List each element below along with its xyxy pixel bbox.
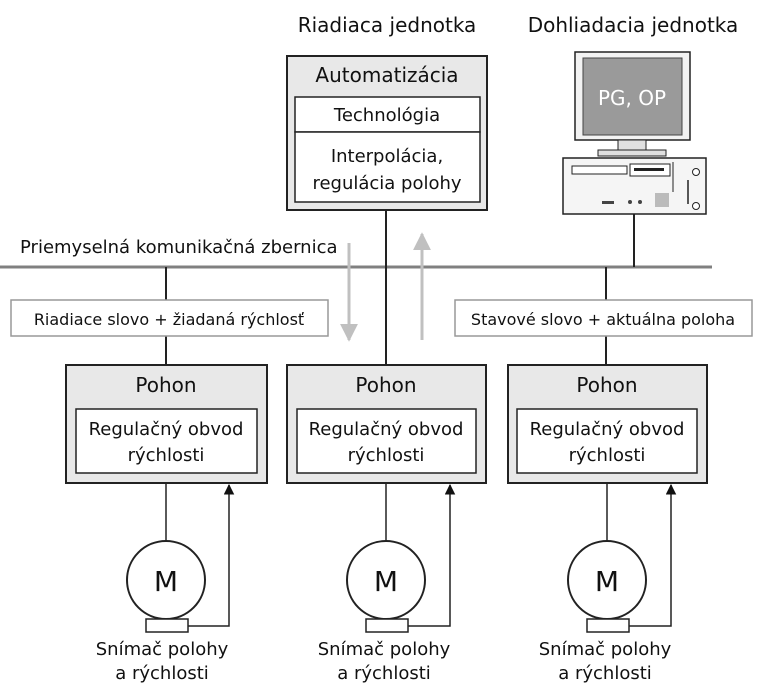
feedback-arrow bbox=[629, 483, 677, 627]
status-message-box bbox=[454, 299, 753, 337]
speed-loop-line2: rýchlosti bbox=[348, 445, 425, 466]
drive-unit: Pohon Regulačný obvod rýchlosti M Snímač… bbox=[65, 364, 268, 684]
drive-unit: Pohon Regulačný obvod rýchlosti M Snímač… bbox=[507, 364, 708, 684]
computer-icon: PG, OP bbox=[562, 51, 707, 215]
speed-loop-line2: rýchlosti bbox=[569, 445, 646, 466]
speed-loop-line1: Regulačný obvod bbox=[89, 419, 244, 440]
monitor-neck bbox=[617, 139, 647, 151]
sensor-label-line2: a rýchlosti bbox=[115, 663, 209, 684]
technology-label: Technológia bbox=[333, 105, 440, 126]
speed-loop-box bbox=[75, 408, 258, 474]
position-sensor bbox=[365, 618, 409, 633]
sensor-label-line1: Snímač polohy bbox=[96, 639, 229, 660]
speed-loop-line2: rýchlosti bbox=[128, 445, 205, 466]
speed-loop-box bbox=[516, 408, 698, 474]
interpolation-box bbox=[294, 131, 481, 203]
position-sensor bbox=[586, 618, 630, 633]
automation-title: Automatizácia bbox=[315, 63, 458, 87]
interpolation-line2: regulácia polohy bbox=[312, 173, 461, 194]
interpolation-line1: Interpolácia, bbox=[331, 146, 443, 167]
motor-label: M bbox=[154, 565, 178, 598]
drive-unit: Pohon Regulačný obvod rýchlosti M Snímač… bbox=[286, 364, 487, 684]
drive-title: Pohon bbox=[355, 373, 416, 397]
sensor-label-line2: a rýchlosti bbox=[558, 663, 652, 684]
monitor-base bbox=[597, 149, 667, 157]
reset-button bbox=[692, 202, 700, 210]
drive-slot bbox=[634, 168, 664, 171]
feedback-arrow bbox=[188, 483, 235, 627]
bus-label: Priemyselná komunikačná zbernica bbox=[20, 237, 338, 258]
drive-title: Pohon bbox=[135, 373, 196, 397]
motor-label: M bbox=[374, 565, 398, 598]
sensor-label-line1: Snímač polohy bbox=[318, 639, 451, 660]
sensor-label-line1: Snímač polohy bbox=[539, 639, 672, 660]
power-button bbox=[692, 168, 700, 176]
command-message-box bbox=[10, 299, 329, 337]
speed-loop-box bbox=[296, 408, 477, 474]
position-sensor bbox=[145, 618, 189, 633]
monitor-screen bbox=[582, 57, 683, 136]
control-unit-box: Automatizácia Technológia Interpolácia, … bbox=[286, 55, 488, 211]
screen-text: PG, OP bbox=[598, 86, 666, 110]
motor-label: M bbox=[595, 565, 619, 598]
supervisory-unit-heading: Dohliadacia jednotka bbox=[528, 13, 739, 37]
sensor-label-line2: a rýchlosti bbox=[337, 663, 431, 684]
feedback-arrow bbox=[408, 483, 456, 627]
status-message-text: Stavové slovo + aktuálna poloha bbox=[471, 310, 735, 329]
drive-bay-1 bbox=[571, 165, 628, 175]
speed-loop-line1: Regulačný obvod bbox=[309, 419, 464, 440]
technology-box bbox=[294, 96, 481, 133]
speed-loop-line1: Regulačný obvod bbox=[530, 419, 685, 440]
drive-title: Pohon bbox=[576, 373, 637, 397]
command-message-text: Riadiace slovo + žiadaná rýchlosť bbox=[34, 310, 304, 329]
control-unit-heading: Riadiaca jednotka bbox=[298, 13, 477, 37]
